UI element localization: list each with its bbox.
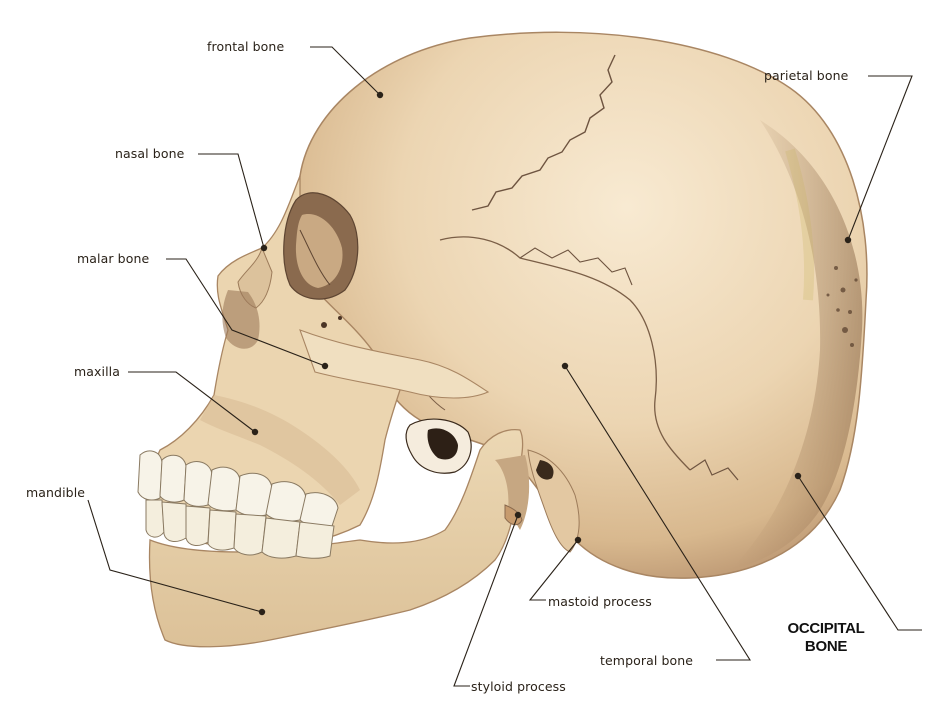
label-mastoid-process: mastoid process (548, 594, 652, 609)
label-occipital-bone: OCCIPITAL BONE (770, 620, 882, 656)
label-nasal-bone: nasal bone (115, 146, 184, 161)
leader-parietal (848, 76, 912, 240)
cranium (294, 32, 867, 578)
label-parietal-bone: parietal bone (764, 68, 848, 83)
label-occipital-line2: BONE (770, 638, 882, 656)
label-frontal-bone: frontal bone (207, 39, 284, 54)
label-occipital-line1: OCCIPITAL (770, 620, 882, 638)
label-styloid-process: styloid process (471, 679, 566, 694)
leader-mastoid (530, 540, 578, 600)
leader-nasal (198, 154, 264, 248)
label-malar-bone: malar bone (77, 251, 149, 266)
label-temporal-bone: temporal bone (600, 653, 693, 668)
label-mandible: mandible (26, 485, 85, 500)
label-maxilla: maxilla (74, 364, 120, 379)
